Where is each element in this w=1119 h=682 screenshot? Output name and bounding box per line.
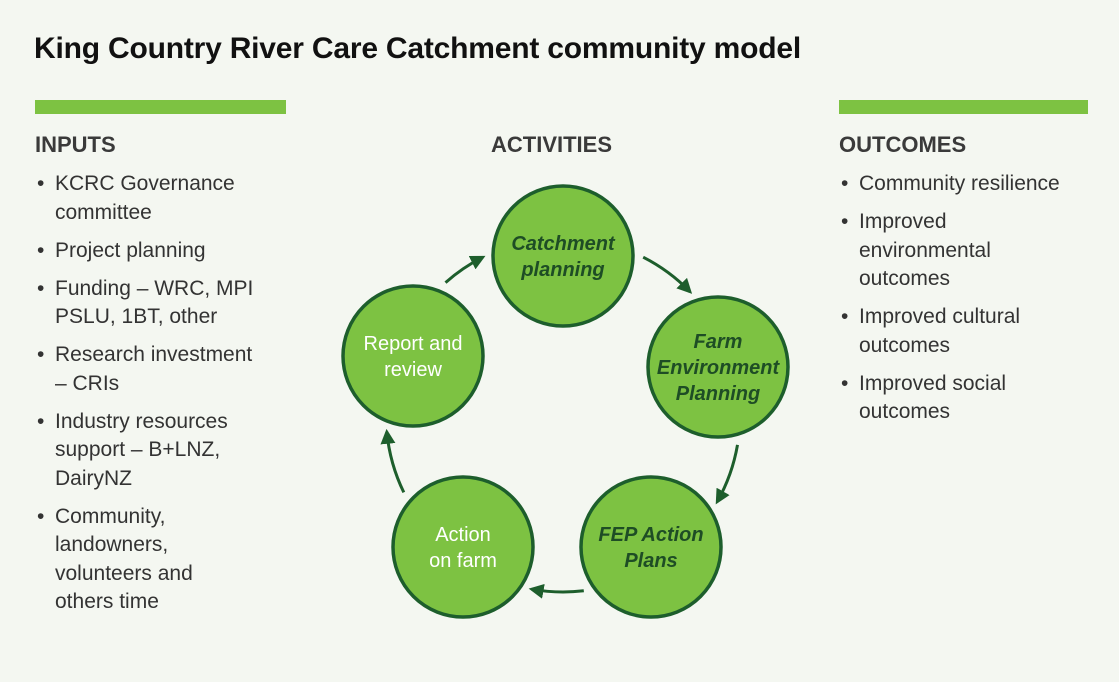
activity-label-line: Planning (676, 383, 760, 405)
input-item-line: support – B+LNZ, (55, 438, 221, 461)
outcome-item-line: outcomes (859, 267, 951, 290)
activity-node-action-on-farm: Action on farm (391, 475, 535, 619)
outcome-item: Improved cultural outcomes (839, 303, 1109, 360)
input-item-line: Funding – WRC, MPI (55, 276, 254, 300)
inputs-accent-bar (35, 100, 286, 114)
activity-circle (579, 475, 723, 619)
input-item: Research investment – CRIs (35, 341, 295, 398)
input-item-line: DairyNZ (55, 466, 132, 490)
activity-label-line: Report and (364, 333, 463, 355)
activity-circle (391, 475, 535, 619)
activity-circle (341, 284, 485, 428)
input-item: Industry resources support – B+LNZ, DairyN… (35, 408, 295, 494)
activity-label-line: Action (435, 524, 491, 546)
outcomes-accent-bar (839, 100, 1088, 114)
activity-label-line: on farm (429, 550, 497, 572)
outcome-item-line: Community resilience (859, 172, 1060, 195)
input-item-line: landowners, (55, 533, 169, 556)
input-item-line: Community, (55, 504, 166, 528)
outcome-item-line: outcomes (859, 400, 951, 423)
outcome-item-line: Improved social (859, 371, 1007, 395)
activities-heading: ACTIVITIES (491, 132, 613, 157)
outcome-item-line: Improved (859, 210, 947, 233)
outcome-item: Improved social outcomes (839, 370, 1109, 427)
input-item-line: Industry resources (55, 409, 228, 433)
outcome-item-line: environmental (859, 238, 991, 262)
input-item-line: others time (55, 590, 159, 613)
input-item: KCRC Governance committee (35, 170, 295, 227)
input-item-line: KCRC Governance (55, 172, 235, 195)
input-item-line: Project planning (55, 238, 206, 262)
activity-node-report-and-review: Report and review (341, 284, 485, 428)
activity-label-line: Farm (694, 331, 743, 353)
activity-label-line: Environment (657, 357, 781, 379)
activity-label-line: FEP Action (598, 524, 703, 546)
activity-label-line: planning (520, 259, 604, 281)
input-item-line: volunteers and (55, 561, 193, 585)
activity-circle (491, 184, 635, 328)
input-item: Community, landowners, volunteers and other… (35, 503, 295, 617)
outcome-item: Improved environmental outcomes (839, 208, 1109, 294)
cycle-arrow (380, 428, 406, 494)
activity-node-catchment-planning: Catchment planning (491, 184, 635, 328)
input-item-line: – CRIs (55, 371, 120, 395)
inputs-heading: INPUTS (35, 132, 116, 157)
input-item-line: committee (55, 200, 152, 224)
cycle-arrow (715, 444, 739, 505)
activity-label-line: Catchment (511, 233, 616, 255)
input-item-line: Research investment (55, 343, 253, 366)
activity-label-line: review (384, 359, 442, 381)
cycle-arrow (444, 255, 486, 284)
outcome-item: Community resilience (839, 170, 1109, 199)
outcome-item-line: outcomes (859, 333, 951, 357)
outcomes-heading: OUTCOMES (839, 132, 967, 157)
input-item-line: PSLU, 1BT, other (55, 305, 218, 328)
inputs-list: KCRC Governance committeeProject planning… (35, 170, 295, 626)
page-title: King Country River Care Catchment commun… (34, 32, 801, 65)
input-item: Project planning (35, 237, 295, 266)
outcome-item-line: Improved cultural (859, 305, 1021, 328)
cycle-arrow (528, 583, 584, 599)
outcomes-list: Community resilienceImproved environmenta… (839, 170, 1109, 436)
cycle-arrow (642, 255, 693, 294)
activity-circle (646, 295, 790, 439)
activity-label-line: Plans (624, 550, 677, 572)
input-item: Funding – WRC, MPI PSLU, 1BT, other (35, 275, 295, 332)
